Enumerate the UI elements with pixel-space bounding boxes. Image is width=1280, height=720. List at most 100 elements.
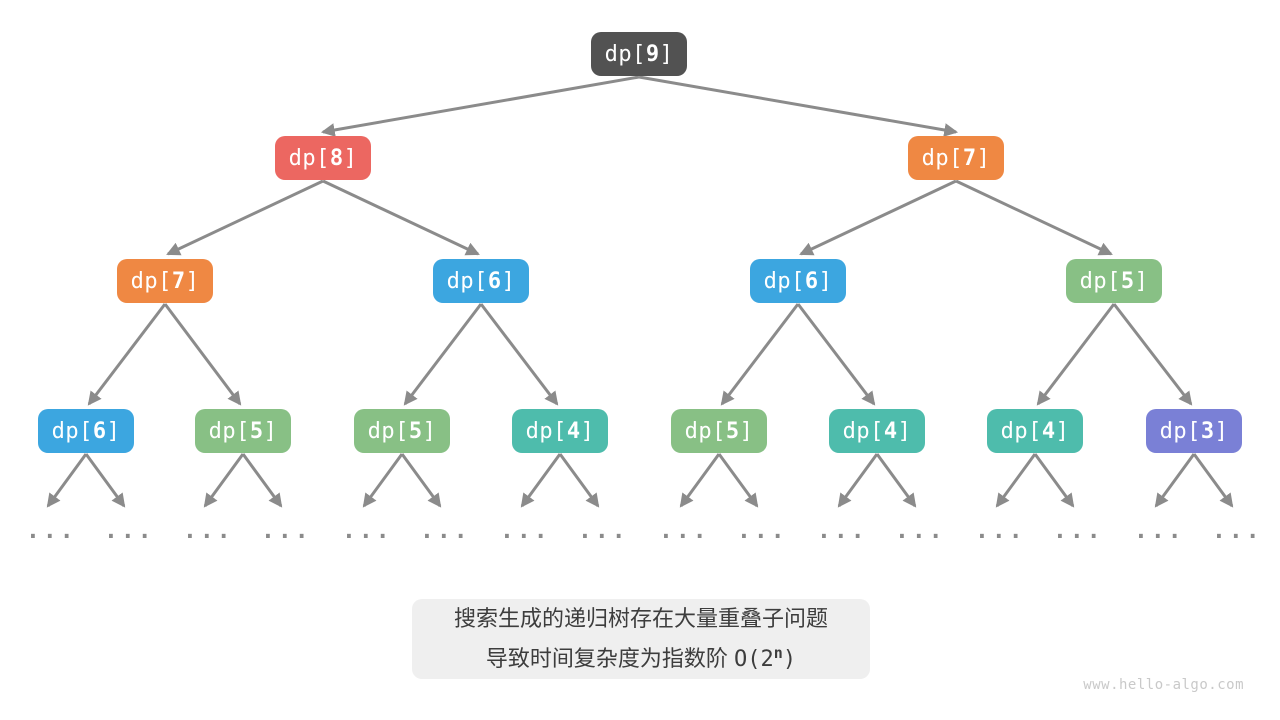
leaf-ellipsis: ... — [1053, 518, 1104, 544]
tree-edge — [87, 303, 167, 406]
leaf-edge — [837, 453, 879, 508]
node-text-prefix: dp[ — [288, 145, 330, 171]
leaf-edge — [679, 453, 721, 508]
tree-node-dp4: dp[4] — [829, 409, 925, 453]
node-text-suffix: ] — [106, 418, 121, 444]
node-text-suffix: ] — [976, 145, 991, 171]
node-text-prefix: dp[ — [1159, 418, 1201, 444]
leaf-ellipsis: ... — [578, 518, 629, 544]
tree-node-dp3: dp[3] — [1146, 409, 1242, 453]
node-text-value: 3 — [1200, 418, 1215, 444]
leaf-edge — [717, 453, 759, 508]
node-text-value: 4 — [883, 418, 898, 444]
tree-edge — [163, 303, 242, 406]
watermark: www.hello-algo.com — [1083, 677, 1244, 693]
node-text-suffix: ] — [1055, 418, 1070, 444]
node-text-prefix: dp[ — [684, 418, 726, 444]
tree-node-dp4: dp[4] — [987, 409, 1083, 453]
tree-node-dp8: dp[8] — [275, 136, 371, 180]
tree-node-dp9: dp[9] — [591, 32, 687, 76]
node-text-suffix: ] — [501, 268, 516, 294]
node-text-value: 5 — [725, 418, 740, 444]
leaf-ellipsis: ... — [183, 518, 234, 544]
leaf-edge — [203, 453, 245, 508]
node-text-suffix: ] — [659, 41, 674, 67]
leaf-ellipsis: ... — [420, 518, 471, 544]
tree-edge — [955, 179, 1113, 256]
node-text-prefix: dp[ — [763, 268, 805, 294]
leaf-ellipsis: ... — [1212, 518, 1263, 544]
tree-node-dp4: dp[4] — [512, 409, 608, 453]
leaf-ellipsis: ... — [737, 518, 788, 544]
node-text-prefix: dp[ — [130, 268, 172, 294]
node-text-value: 6 — [804, 268, 819, 294]
leaf-ellipsis: ... — [26, 518, 77, 544]
tree-edge — [166, 179, 324, 256]
leaf-ellipsis: ... — [1134, 518, 1185, 544]
node-text-suffix: ] — [1134, 268, 1149, 294]
node-text-value: 7 — [171, 268, 186, 294]
node-text-prefix: dp[ — [921, 145, 963, 171]
node-text-prefix: dp[ — [842, 418, 884, 444]
leaf-ellipsis: ... — [895, 518, 946, 544]
node-text-value: 8 — [329, 145, 344, 171]
tree-node-dp6: dp[6] — [750, 259, 846, 303]
tree-node-dp5: dp[5] — [671, 409, 767, 453]
leaf-ellipsis: ... — [975, 518, 1026, 544]
node-text-suffix: ] — [185, 268, 200, 294]
node-text-suffix: ] — [897, 418, 912, 444]
node-text-prefix: dp[ — [1079, 268, 1121, 294]
leaf-edge — [1154, 453, 1196, 508]
node-text-suffix: ] — [580, 418, 595, 444]
leaf-ellipsis: ... — [817, 518, 868, 544]
node-text-suffix: ] — [818, 268, 833, 294]
node-text-prefix: dp[ — [446, 268, 488, 294]
node-text-value: 5 — [249, 418, 264, 444]
caption-line-1: 搜索生成的递归树存在大量重叠子问题 — [453, 606, 828, 631]
node-text-value: 6 — [487, 268, 502, 294]
tree-edge — [720, 303, 800, 406]
caption-box: 搜索生成的递归树存在大量重叠子问题 导致时间复杂度为指数阶 O(2n) — [412, 599, 870, 679]
tree-node-dp5: dp[5] — [1066, 259, 1162, 303]
leaf-ellipsis: ... — [342, 518, 393, 544]
leaf-edge — [362, 453, 404, 508]
leaf-edge — [520, 453, 562, 508]
leaf-edge — [400, 453, 442, 508]
leaf-ellipsis: ... — [500, 518, 551, 544]
caption-line-2-text: 导致时间复杂度为指数阶 — [485, 646, 735, 671]
tree-node-dp5: dp[5] — [354, 409, 450, 453]
tree-node-dp5: dp[5] — [195, 409, 291, 453]
tree-edge — [1036, 303, 1116, 406]
node-text-value: 7 — [962, 145, 977, 171]
tree-edge — [796, 303, 876, 406]
node-text-prefix: dp[ — [367, 418, 409, 444]
tree-edge — [479, 303, 559, 406]
node-text-prefix: dp[ — [604, 41, 646, 67]
tree-node-dp7: dp[7] — [908, 136, 1004, 180]
tree-node-dp6: dp[6] — [433, 259, 529, 303]
node-text-prefix: dp[ — [1000, 418, 1042, 444]
formula-suffix: ) — [782, 647, 797, 672]
leaf-edge — [995, 453, 1037, 508]
node-text-suffix: ] — [739, 418, 754, 444]
tree-node-dp6: dp[6] — [38, 409, 134, 453]
leaf-edge — [46, 453, 88, 508]
tree-edge — [320, 75, 640, 137]
formula-exponent: n — [773, 644, 783, 662]
node-text-suffix: ] — [1214, 418, 1229, 444]
tree-edge — [403, 303, 483, 406]
node-text-value: 4 — [1041, 418, 1056, 444]
node-text-prefix: dp[ — [208, 418, 250, 444]
node-text-value: 4 — [566, 418, 581, 444]
tree-edge — [1112, 303, 1193, 406]
tree-edge — [799, 179, 957, 256]
leaf-edge — [875, 453, 917, 508]
node-text-suffix: ] — [263, 418, 278, 444]
node-text-suffix: ] — [343, 145, 358, 171]
node-text-suffix: ] — [422, 418, 437, 444]
leaf-edge — [84, 453, 126, 508]
leaf-edge — [1033, 453, 1075, 508]
leaf-edge — [241, 453, 283, 508]
leaf-ellipsis: ... — [261, 518, 312, 544]
